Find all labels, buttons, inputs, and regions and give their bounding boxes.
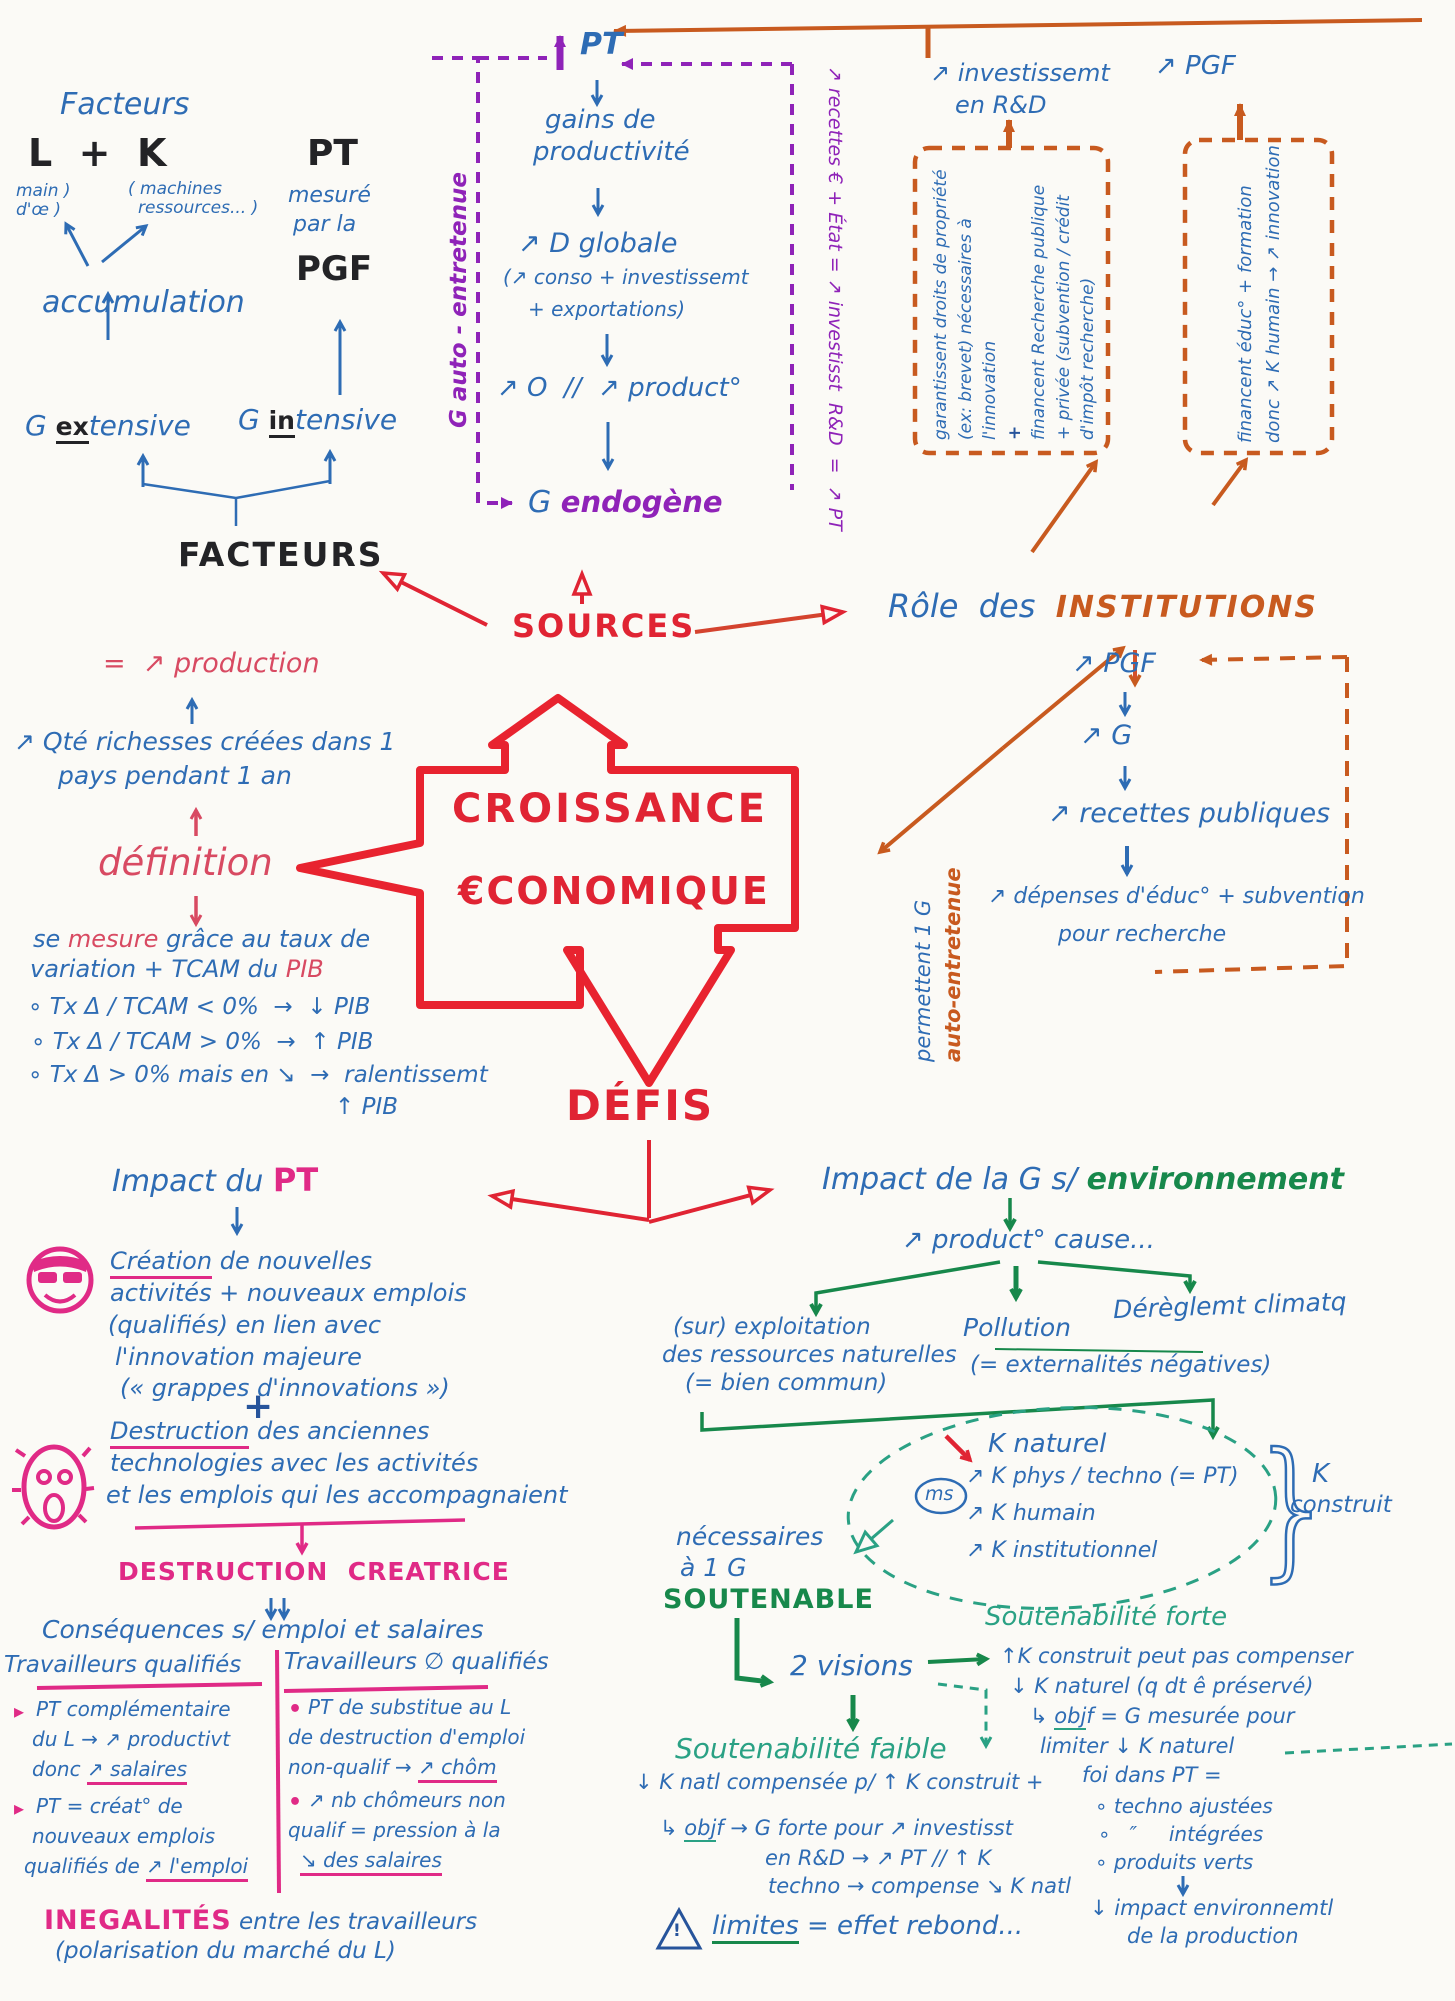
facteurs-title: Facteurs (60, 87, 190, 122)
cell-r1: PT de substitue au L (308, 1695, 512, 1719)
soutenabilite-forte: Soutenabilité forte (985, 1602, 1228, 1632)
chain-depen: ↗ dépenses d'éduc° + subvention (988, 884, 1365, 909)
invest-rd: ↗ investissemt (930, 59, 1110, 87)
bullet-tcam-neg: ∘ Tx Δ / TCAM < 0% → ↓ PIB (28, 994, 371, 1020)
cell-l2: PT = créat° de (36, 1794, 183, 1818)
externalites: (= externalités négatives) (970, 1352, 1272, 1378)
label-auto-entretenue-side: G auto - entretenue (446, 172, 472, 428)
red-arrows (296, 569, 973, 1463)
k-humain: ↗ K humain (966, 1501, 1096, 1526)
chain-croissance: ↗ G (1080, 720, 1133, 751)
qte-richesses: ↗ Qté richesses créées dans 1 (14, 727, 396, 756)
label-recettes-loop: ↗ recettes € + État = ↗ investisst R&D =… (824, 66, 846, 531)
col-header-qualifies: Travailleurs qualifiés (4, 1652, 242, 1678)
k-physique: ↗ K phys / techno (= PT) (966, 1464, 1239, 1489)
k-subscript: ( machines (128, 179, 222, 199)
mesure-line2: variation + TCAM du PIB (30, 955, 324, 983)
k-naturel: K naturel (988, 1429, 1107, 1459)
col-header-non-qualifies: Travailleurs ∅ qualifiés (284, 1649, 549, 1675)
cool-face-icon (26, 1246, 94, 1314)
necessaires: nécessaires (676, 1522, 824, 1551)
heading-croissance: CROISSANCE (452, 786, 768, 832)
plus-icon: + (243, 1386, 274, 1427)
heading-inegalites: INEGALITÉS entre les travailleurs (44, 1905, 478, 1936)
orange-institutions (613, 18, 1423, 974)
label-croissance-intensive: G intensive (238, 403, 398, 438)
cell-l1: PT complémentaire (36, 1697, 231, 1721)
heading-economique: €CONOMIQUE (458, 869, 770, 913)
label-pt: PT (307, 133, 358, 174)
limites-effet-rebond: limites = effet rebond... (712, 1911, 1023, 1944)
label-pt-top: PT (580, 27, 623, 62)
box-droits-propriete: garantissent droits de propriété (ex: br… (931, 169, 1098, 440)
chain-recettes: ↗ recettes publiques (1048, 798, 1331, 829)
l-subscript: main ) (16, 181, 71, 201)
heading-soutenable: SOUTENABLE (663, 1584, 874, 1615)
eq-production: = ↗ production (103, 648, 320, 679)
heading-destruction-creatrice: DESTRUCTION CREATRICE (118, 1557, 510, 1586)
svg-text:}: } (1246, 1422, 1341, 1596)
label-accumulation: accumulation (42, 285, 245, 320)
table-title: Conséquences s/ emploi et salaires (42, 1615, 484, 1644)
blue-arrows: } (64, 80, 1343, 1950)
demande-globale: ↗ D globale (518, 228, 678, 259)
warning-icon: ! (673, 1921, 681, 1941)
offre-production: ↗ O // ↗ product° (497, 373, 742, 403)
k-institutionnel: ↗ K institutionnel (966, 1538, 1158, 1563)
box-education-formation: financent éduc° + formation donc ↗ K hum… (1235, 145, 1284, 443)
pink-marks (36, 1518, 489, 1894)
soutenabilite-faible: Soutenabilité faible (675, 1732, 947, 1765)
foi-dans-pt: foi dans PT = (1082, 1763, 1222, 1787)
heading-facteurs: FACTEURS (178, 535, 384, 574)
production-cause: ↗ product° cause... (902, 1225, 1155, 1255)
label-pollution: Pollution (963, 1313, 1071, 1342)
heading-impact-pt: Impact du PT (112, 1161, 319, 1199)
chain-pgf: ↗ PGF (1072, 648, 1156, 679)
heading-sources: SOURCES (512, 607, 696, 645)
purple-loop (432, 35, 794, 509)
label-permettent: permettent 1 G auto-entretenue (911, 867, 965, 1062)
heading-impact-environnement: Impact de la G s/ environnement (822, 1162, 1344, 1197)
label-g-endogene: G endogène (528, 485, 723, 520)
bullet-tcam-pos: ∘ Tx Δ / TCAM > 0% → ↑ PIB (31, 1029, 374, 1055)
label-definition: définition (98, 841, 273, 884)
green-arrows (700, 1198, 1220, 1733)
cell-r2: ↗ nb chômeurs non (308, 1788, 506, 1812)
bullet-ralentissement: ∘ Tx Δ > 0% mais en ↘ → ralentissemt (28, 1062, 488, 1088)
label-croissance-extensive: G extensive (25, 409, 191, 444)
heading-institutions: Rôle des INSTITUTIONS (888, 587, 1318, 625)
k-construit: K (1312, 1459, 1330, 1489)
exploitation-ressources: (sur) exploitation (673, 1314, 871, 1340)
heading-defis: DÉFIS (566, 1081, 715, 1130)
scream-face-icon (12, 1444, 95, 1530)
label-pgf: PGF (296, 249, 373, 289)
pt-measured-by: mesuré (288, 183, 371, 208)
label-l-plus-k: L + K (28, 131, 167, 175)
mesure-line1: se mesure grâce au taux de (33, 925, 371, 953)
pgf-top: ↗ PGF (1155, 51, 1236, 81)
ms-circle: ms (925, 1483, 954, 1505)
gains-productivite: gains de (545, 105, 656, 135)
teal-marks (846, 1406, 1453, 1755)
deux-visions: 2 visions (790, 1649, 913, 1682)
